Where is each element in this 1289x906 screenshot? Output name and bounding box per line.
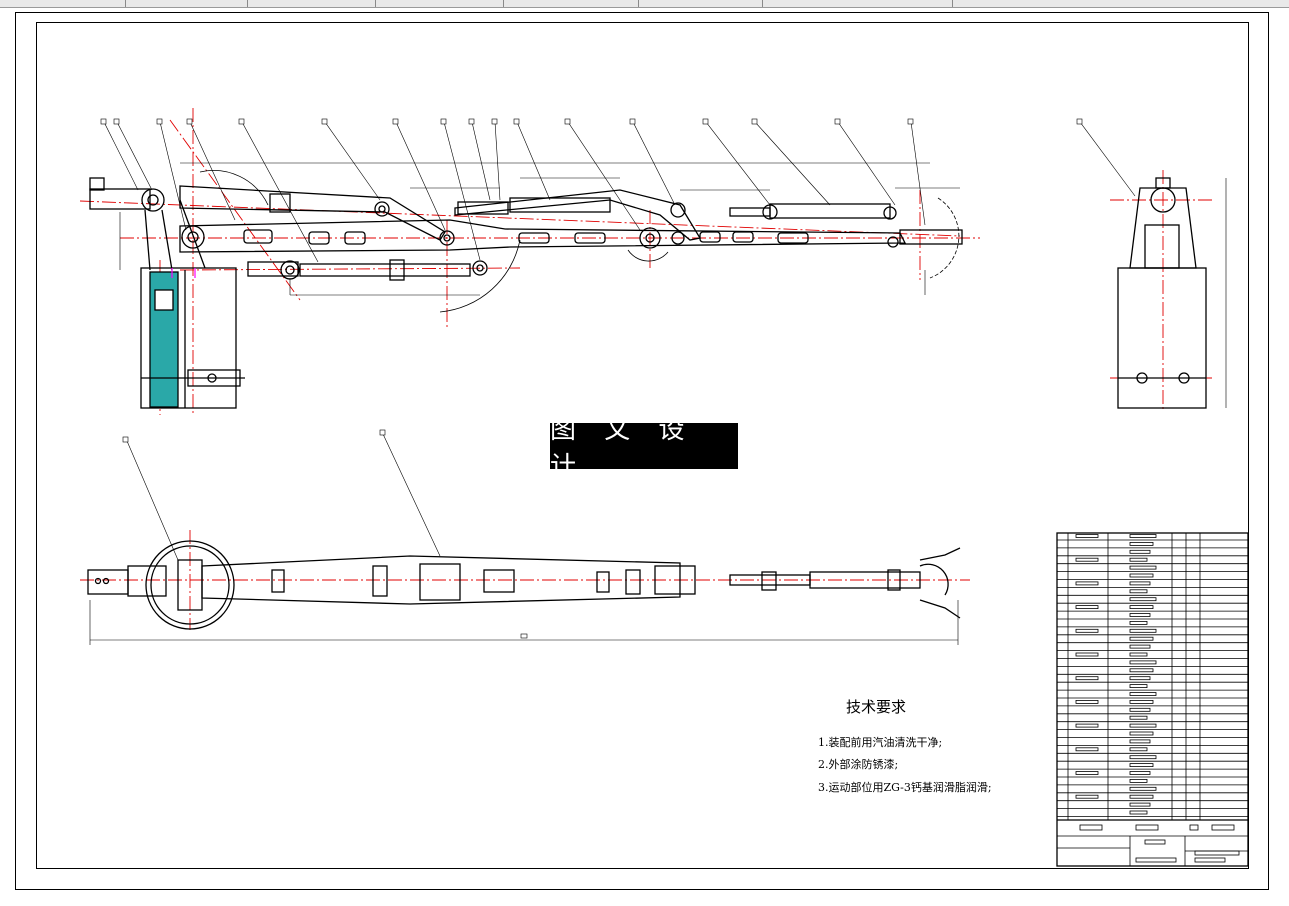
parts-list-cell-text — [1129, 660, 1157, 665]
parts-list-cell-text — [1129, 794, 1154, 799]
front-view — [79, 108, 980, 415]
parts-list-cell-text — [1129, 542, 1154, 546]
parts-list-cell-text — [1075, 628, 1099, 633]
parts-list-cell-text — [1075, 652, 1099, 657]
parts-list-cell-text — [1075, 557, 1099, 562]
parts-list-cell-text — [1075, 534, 1099, 538]
parts-list-cell-text — [1129, 700, 1154, 704]
parts-list-cell-text — [1075, 676, 1099, 681]
parts-list-cell-text — [1129, 707, 1151, 712]
watermark-stamp: 图 文 设 计 — [550, 415, 738, 482]
parts-list-rows — [1057, 534, 1248, 817]
sheet-inner-frame — [36, 22, 1249, 869]
parts-list-cell-text — [1129, 565, 1157, 570]
tech-requirement-item: 1.装配前用汽油清洗干净; — [818, 736, 943, 749]
parts-list-cell-text — [1129, 549, 1151, 554]
parts-list-cell-text — [1129, 684, 1148, 688]
parts-list-cell-text — [1075, 747, 1099, 752]
sheet-outer-border — [15, 12, 1269, 890]
parts-list-cell-text — [1075, 700, 1099, 704]
parts-list-cell-text — [1129, 676, 1151, 681]
tech-requirements-title: 技术要求 — [846, 698, 907, 716]
watermark-text: 图 文 设 计 — [550, 415, 695, 482]
parts-list-cell-text — [1075, 771, 1099, 775]
parts-list-cell-text — [1129, 628, 1157, 633]
parts-list-cell-text — [1129, 534, 1157, 538]
parts-list-cell-text — [1129, 636, 1154, 641]
parts-list-cell-text — [1129, 597, 1157, 602]
parts-list-cell-text — [1129, 786, 1157, 791]
parts-list-cell-text — [1129, 613, 1151, 617]
top-view — [80, 429, 970, 645]
parts-list-cell-text — [1129, 739, 1151, 744]
document-tab[interactable] — [126, 0, 248, 7]
document-tab[interactable] — [0, 0, 126, 7]
tech-requirement-item: 2.外部涂防锈漆; — [818, 758, 899, 771]
parts-list-cell-text — [1129, 723, 1157, 728]
side-view — [1076, 118, 1227, 410]
parts-list-cell-text — [1129, 771, 1151, 775]
parts-list-cell-text — [1129, 779, 1148, 783]
parts-list-cell-text — [1129, 747, 1148, 752]
document-tab[interactable] — [639, 0, 763, 7]
parts-list-cell-text — [1129, 763, 1154, 767]
parts-list-cell-text — [1075, 723, 1099, 728]
parts-list-cell-text — [1129, 605, 1154, 609]
document-tab[interactable] — [504, 0, 639, 7]
parts-list-cell-text — [1075, 605, 1099, 609]
document-tab[interactable] — [376, 0, 504, 7]
parts-list-cell-text — [1129, 668, 1154, 673]
parts-list-cell-text — [1129, 644, 1151, 649]
parts-list-cell-text — [1075, 794, 1099, 799]
parts-list-table — [1056, 532, 1249, 867]
parts-list-cell-text — [1129, 715, 1148, 720]
document-tab[interactable] — [248, 0, 376, 7]
parts-list-cell-text — [1129, 755, 1157, 760]
parts-list-cell-text — [1129, 652, 1148, 657]
parts-list-cell-text — [1129, 557, 1148, 562]
parts-list-cell-text — [1129, 731, 1154, 736]
parts-list-cell-text — [1129, 573, 1154, 578]
document-tab-bar — [0, 0, 1289, 8]
parts-list-cell-text — [1129, 589, 1148, 594]
parts-list-cell-text — [1129, 692, 1157, 696]
document-tab[interactable] — [763, 0, 953, 7]
parts-list-cell-text — [1129, 581, 1151, 586]
parts-list-cell-text — [1129, 802, 1151, 807]
parts-list-cell-text — [1129, 621, 1148, 625]
parts-list-cell-text — [1129, 810, 1148, 815]
drawing-sheet — [0, 8, 1289, 906]
parts-list-cell-text — [1075, 581, 1099, 586]
tech-requirement-item: 3.运动部位用ZG-3钙基润滑脂润滑; — [818, 781, 992, 794]
